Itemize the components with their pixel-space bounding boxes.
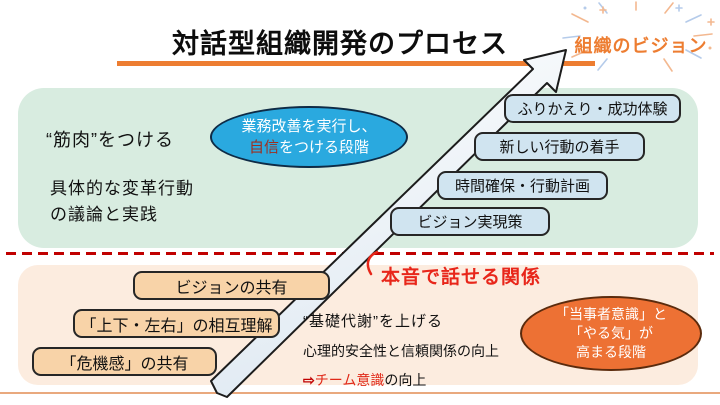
lower-ellipse-line3: 高まる段階	[576, 344, 646, 360]
upper-step-box: 時間確保・行動計画	[437, 171, 608, 200]
lower-zone-heading: “基礎代謝”を上げる	[303, 313, 443, 330]
upper-ellipse-highlight: 自信	[248, 139, 279, 156]
page-title: 対話型組織開発のプロセス	[172, 29, 508, 59]
lower-stage-ellipse: 「当事者意識」と 「やる気」が 高まる段階	[520, 296, 702, 371]
upper-ellipse-line2: 自信をつける段階	[249, 137, 369, 158]
lower-step-box: ビジョンの共有	[133, 271, 330, 300]
rightwards-arrow-icon: ⇨	[303, 372, 315, 388]
upper-zone-description-line1: 具体的な変革行動	[50, 179, 194, 198]
lower-zone-description-line2-rest: の向上	[384, 372, 427, 388]
upper-ellipse-line2-rest: をつける段階	[279, 139, 370, 156]
upper-zone-description: 具体的な変革行動 の議論と実践	[50, 176, 194, 228]
lower-zone-description-line1: 心理的安全性と信頼関係の向上	[303, 343, 499, 359]
upper-stage-ellipse: 業務改善を実行し、 自信をつける段階	[210, 106, 408, 168]
upper-ellipse-line1: 業務改善を実行し、	[241, 118, 377, 135]
lower-ellipse-line1: 「当事者意識」と	[555, 306, 667, 322]
relation-note: 本音で話せる関係	[381, 267, 542, 288]
upper-step-box: ビジョン実現策	[390, 207, 550, 236]
upper-zone-description-line2: の議論と実践	[50, 205, 158, 224]
lower-step-box: 「上下・左右」の相互理解	[73, 309, 280, 338]
lower-zone-description: “基礎代謝”を上げる 心理的安全性と信頼関係の向上 ⇨チーム意識の向上	[303, 310, 499, 390]
vision-label: 組織のビジョン	[574, 36, 708, 56]
lower-step-box: 「危機感」の共有	[32, 347, 217, 376]
lower-ellipse-line2: 「やる気」が	[569, 325, 653, 341]
upper-step-box: ふりかえり・成功体験	[504, 94, 681, 123]
upper-zone-heading: “筋肉”をつける	[46, 130, 174, 150]
title-underline	[117, 61, 595, 66]
lower-zone-highlight: チーム意識	[314, 372, 385, 388]
upper-step-box: 新しい行動の着手	[474, 132, 645, 161]
red-dashed-divider	[6, 252, 714, 255]
lower-zone-description-line2: ⇨チーム意識の向上	[303, 370, 499, 390]
bottom-accent-line	[0, 392, 720, 394]
